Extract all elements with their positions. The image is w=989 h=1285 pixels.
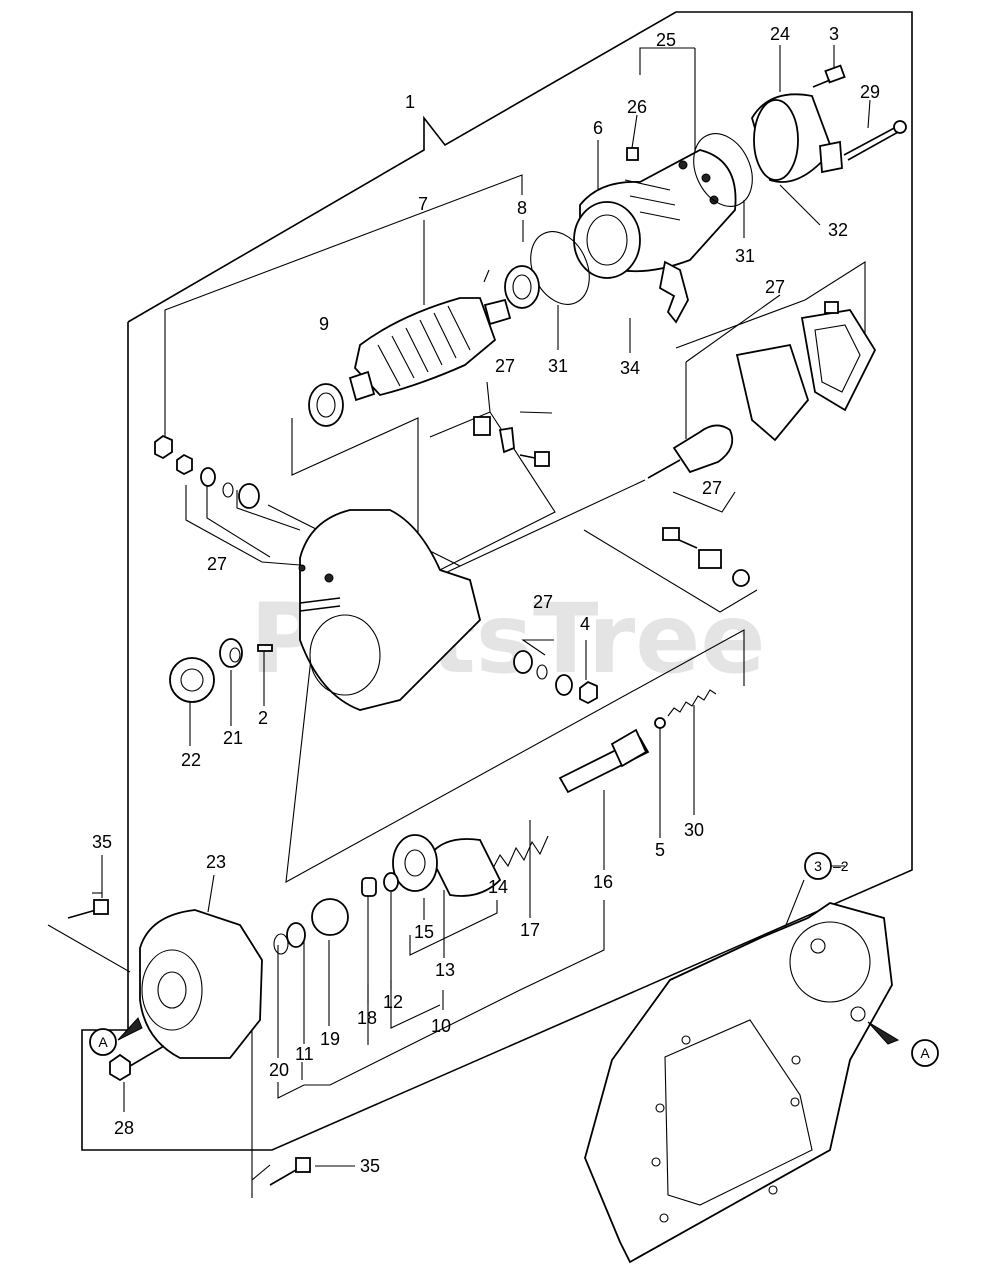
armature	[348, 297, 512, 402]
label-35-upper: 35	[92, 832, 112, 852]
callout-a-right-text: A	[920, 1045, 930, 1061]
label-21: 21	[223, 728, 243, 748]
label-2: 2	[258, 708, 268, 728]
overrunning-clutch	[392, 834, 502, 897]
screw-top	[812, 64, 846, 88]
callout-3-2: 3 –2	[804, 852, 849, 880]
arrow-a-right	[867, 1021, 900, 1045]
label-25: 25	[656, 30, 676, 50]
label-15: 15	[414, 922, 434, 942]
callout-a-left-text: A	[98, 1034, 108, 1050]
screw-35-lower	[269, 1157, 311, 1186]
label-31-left: 31	[548, 356, 568, 376]
nut-stack-center	[513, 650, 598, 705]
label-3: 3	[829, 24, 839, 44]
gasket-and-cover	[735, 301, 877, 442]
assembly-outline	[81, 11, 913, 1151]
o-ring-right	[693, 133, 753, 207]
grouping-lines	[47, 47, 866, 1198]
end-cover	[751, 93, 843, 183]
label-13: 13	[435, 960, 455, 980]
label-34: 34	[620, 358, 640, 378]
nut-stack-left	[154, 434, 260, 509]
washer-12	[383, 872, 399, 892]
callout-a-right: A	[911, 1039, 939, 1067]
label-27-left: 27	[207, 554, 227, 574]
front-housing	[139, 909, 263, 1059]
label-27-gasket: 27	[765, 277, 785, 297]
center-housing	[298, 509, 481, 711]
label-28: 28	[114, 1118, 134, 1138]
callout-3-text: 3	[814, 858, 822, 874]
label-17: 17	[520, 920, 540, 940]
bolt-28	[109, 1045, 165, 1082]
pinion-gear-22	[169, 657, 215, 703]
label-19: 19	[320, 1029, 340, 1049]
label-12: 12	[383, 992, 403, 1012]
snap-ring-20	[273, 933, 289, 955]
shift-lever	[658, 260, 689, 324]
label-16: 16	[593, 872, 613, 892]
bearing-11	[286, 922, 306, 948]
label-22: 22	[181, 750, 201, 770]
label-27-middle: 27	[495, 356, 515, 376]
label-24: 24	[770, 24, 790, 44]
label-5: 5	[655, 840, 665, 860]
leader-lines	[101, 45, 871, 1167]
solenoid-plunger	[647, 424, 734, 479]
label-18: 18	[357, 1008, 377, 1028]
label-11: 11	[295, 1044, 314, 1064]
brush	[626, 147, 639, 161]
callout-a-left: A	[89, 1028, 117, 1056]
label-7: 7	[418, 194, 428, 214]
label-8: 8	[517, 198, 527, 218]
label-35-lower: 35	[360, 1156, 380, 1176]
yoke-assembly	[573, 149, 737, 279]
label-4: 4	[580, 614, 590, 634]
label-10: 10	[431, 1016, 451, 1036]
label-20: 20	[269, 1060, 289, 1080]
label-9: 9	[319, 314, 329, 334]
label-14: 14	[488, 877, 508, 897]
gear-19	[311, 898, 349, 936]
label-31-right: 31	[735, 246, 755, 266]
pinion-shaft	[558, 728, 650, 794]
spring-18	[361, 877, 377, 897]
collar-21	[219, 638, 243, 668]
label-32: 32	[828, 220, 848, 240]
label-1: 1	[405, 92, 415, 112]
ball-5	[654, 717, 666, 729]
label-26: 26	[627, 97, 647, 117]
label-23: 23	[206, 852, 226, 872]
through-bolt	[843, 120, 907, 161]
label-29: 29	[860, 82, 880, 102]
spring-17	[491, 835, 549, 871]
terminal-set-middle	[473, 416, 550, 467]
pin-2	[257, 644, 273, 652]
screw-35-upper	[67, 899, 109, 919]
label-30: 30	[684, 820, 704, 840]
bearing-upper	[504, 265, 540, 309]
terminal-set-right	[662, 527, 750, 587]
part-number-labels: 1 2 3 4 5 6 7 8 9 10 11 12 13 14 15 16 1…	[92, 24, 880, 1176]
label-27-right: 27	[702, 478, 722, 498]
label-6: 6	[593, 118, 603, 138]
label-27-center: 27	[533, 592, 553, 612]
mounting-plate	[584, 902, 893, 1264]
arrow-a-left	[117, 1017, 143, 1041]
bearing-lower	[308, 383, 344, 427]
spring-30	[667, 689, 717, 717]
callout-3-suffix: –2	[833, 858, 849, 874]
